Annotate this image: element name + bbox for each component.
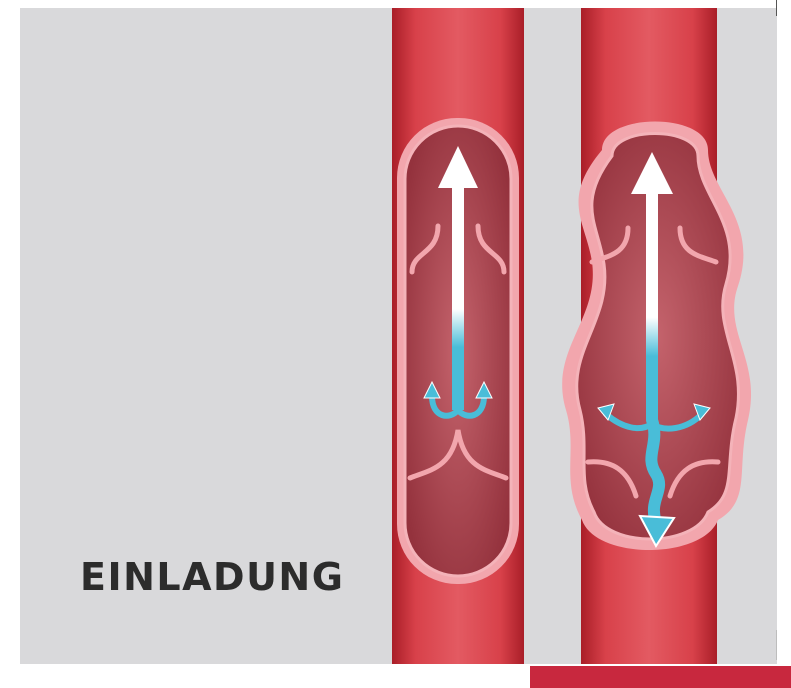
upflow-arrow-shaft (452, 186, 464, 410)
accent-bar (530, 666, 791, 688)
varicose-vein (562, 8, 751, 664)
reflux-downflow (651, 420, 659, 522)
upflow-arrow-shaft (646, 192, 658, 420)
healthy-vein (392, 8, 524, 664)
invitation-headline: EINLADUNG (80, 558, 344, 596)
